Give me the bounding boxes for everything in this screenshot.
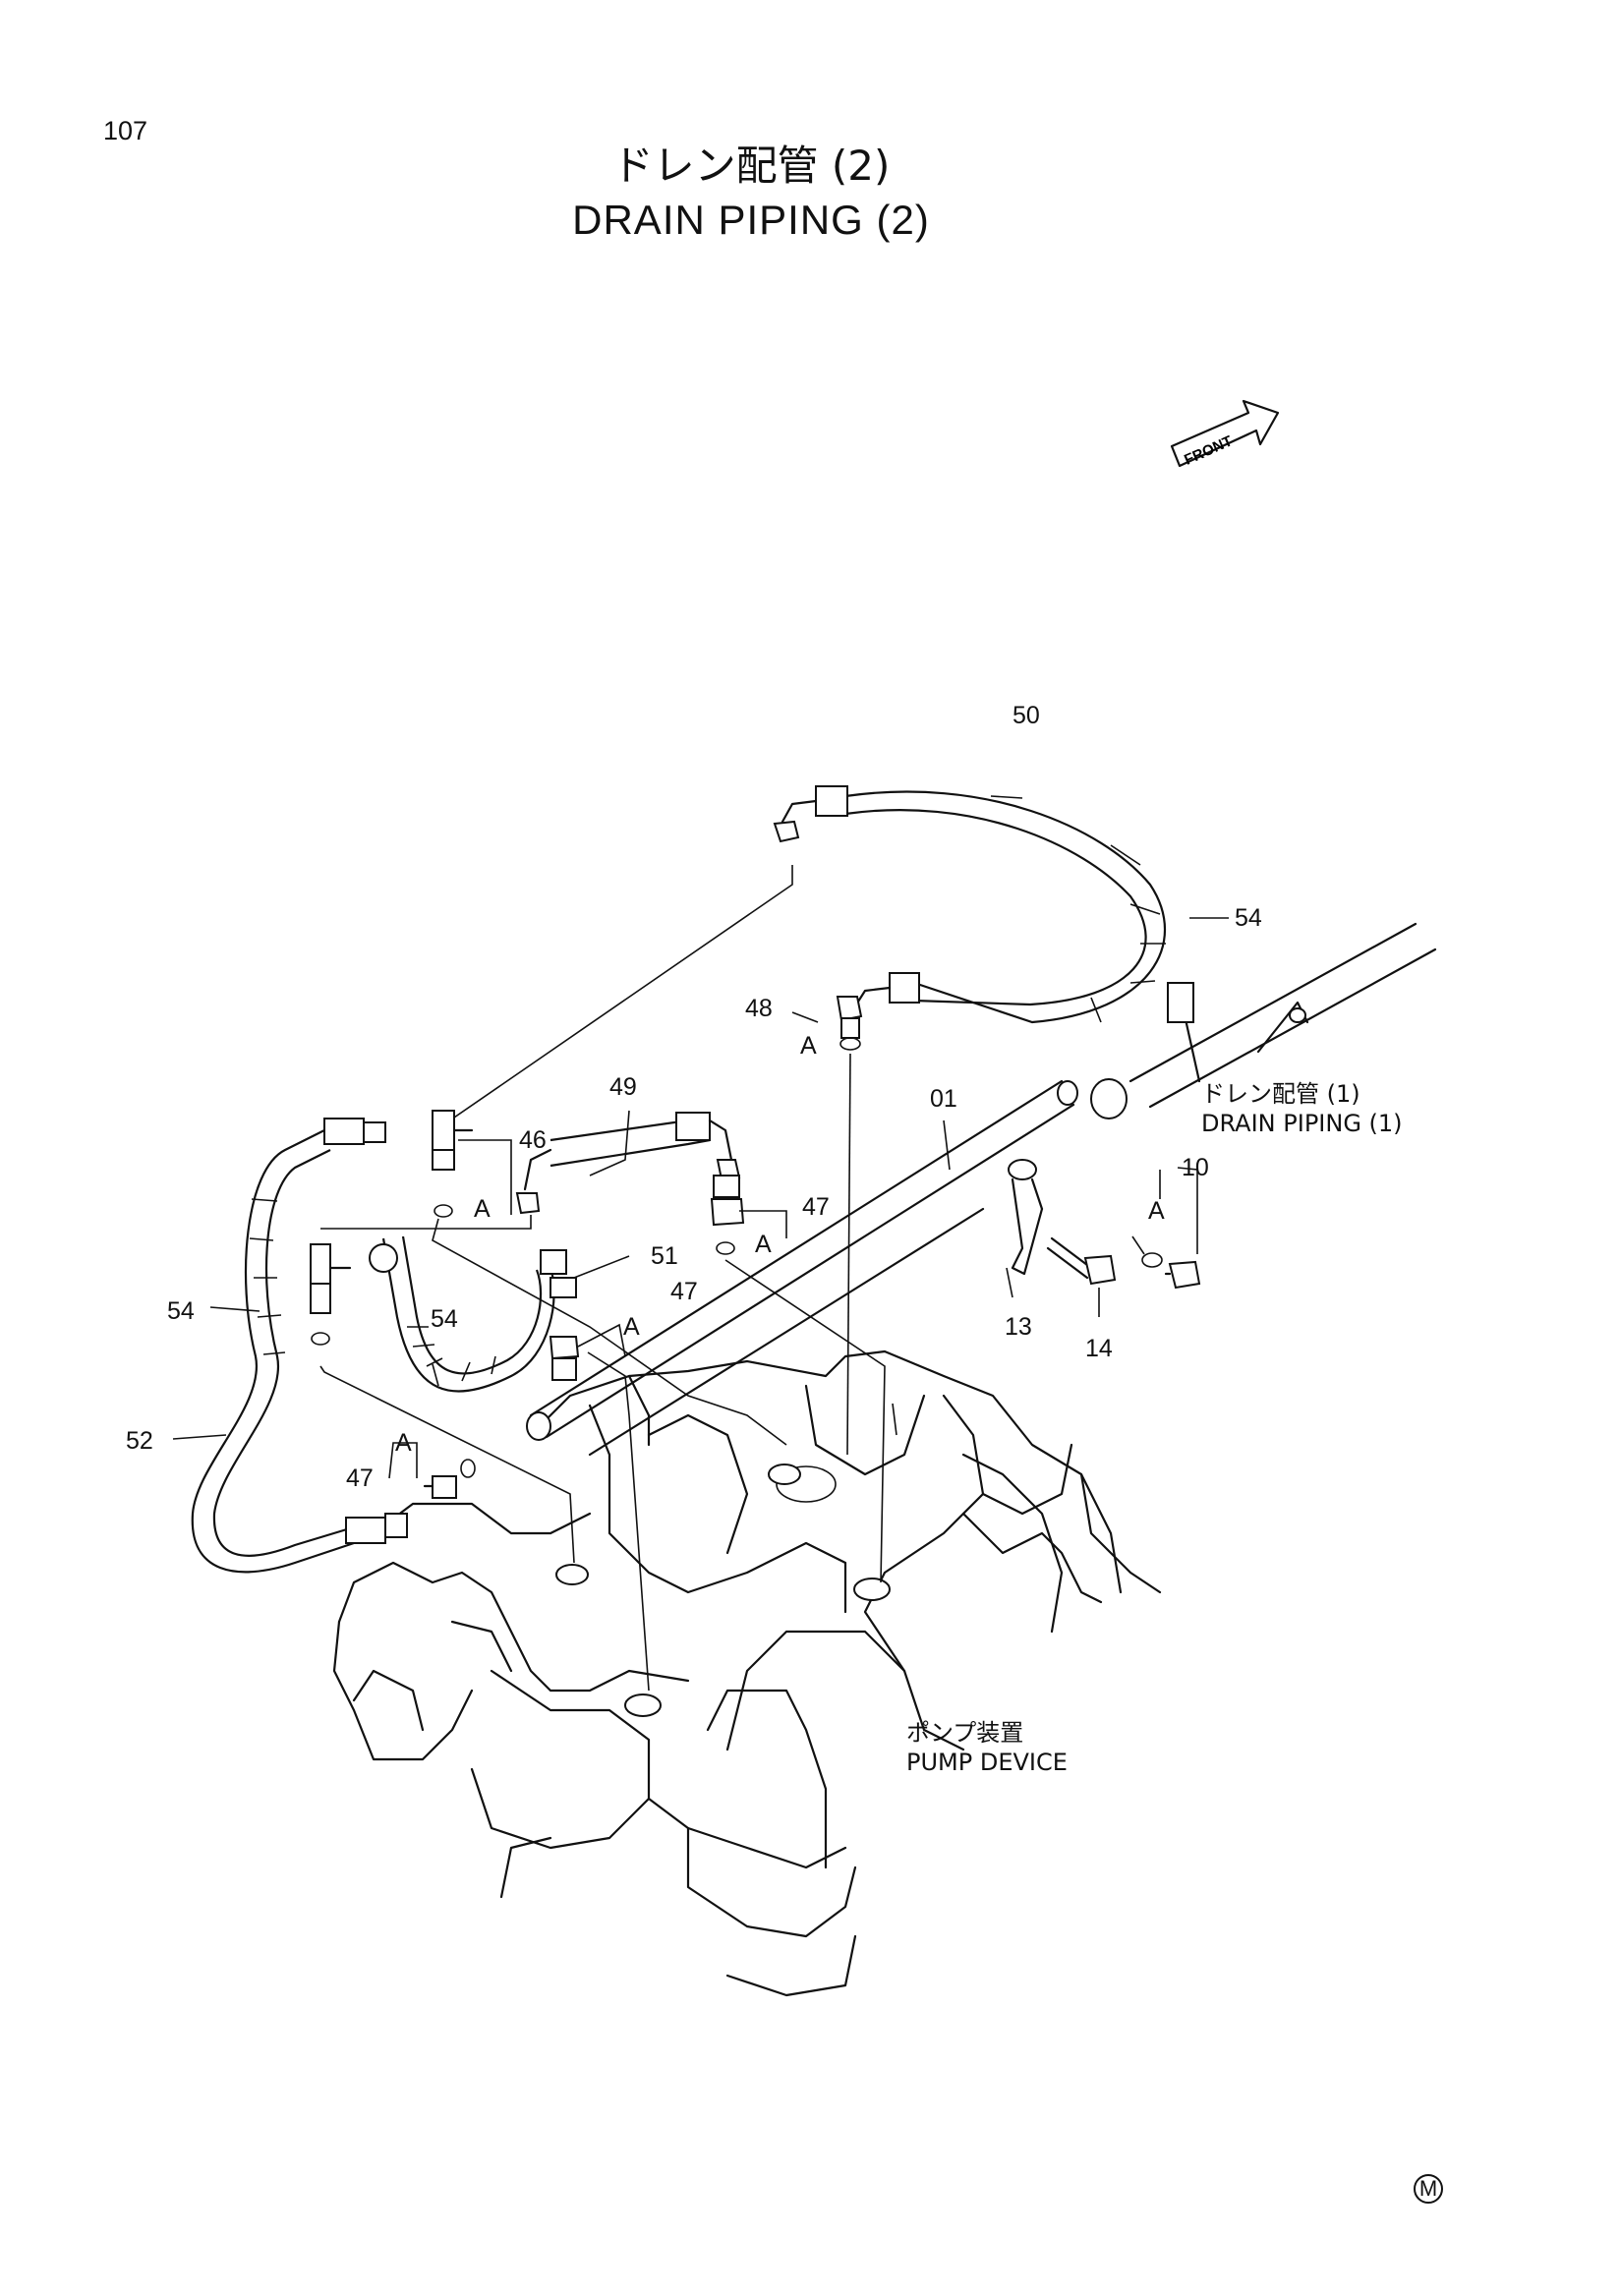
callout-54-loop: 54	[431, 1305, 458, 1333]
callout-47-upper: 47	[802, 1193, 830, 1221]
fitting-47-lower	[423, 1459, 476, 1499]
title-japanese: ドレン配管 (2)	[611, 142, 891, 190]
callout-47-lower: 47	[346, 1464, 374, 1492]
title-english: DRAIN PIPING (2)	[572, 197, 930, 243]
callout-48: 48	[745, 995, 773, 1022]
callout-54: 54	[1235, 904, 1262, 932]
tee-46	[432, 1110, 474, 1218]
callout-01: 01	[930, 1085, 957, 1113]
xref-pump-device-en: PUMP DEVICE	[906, 1749, 1068, 1776]
xref-pump-device: ポンプ装置 PUMP DEVICE	[906, 1718, 1068, 1777]
drain-piping-1-connection	[1090, 922, 1437, 1119]
fitting-47-upper	[710, 1175, 745, 1255]
callout-47-middle-a: A	[623, 1313, 640, 1341]
leader-lines	[172, 795, 1229, 1692]
callout-47-lower-a: A	[395, 1429, 412, 1457]
callout-47-upper-a: A	[755, 1231, 772, 1258]
xref-drain-piping-1-en: DRAIN PIPING (1)	[1201, 1110, 1403, 1137]
callout-13: 13	[1005, 1313, 1032, 1341]
callout-48-a: A	[800, 1032, 817, 1060]
callout-49: 49	[609, 1073, 637, 1101]
drain-pipe-01	[526, 1079, 1078, 1457]
fitting-48	[836, 996, 863, 1051]
xref-drain-piping-1-jp: ドレン配管 (1)	[1201, 1080, 1360, 1108]
front-arrow-icon: FRONT	[1170, 399, 1280, 469]
callout-46-a: A	[474, 1195, 491, 1223]
callout-51: 51	[651, 1242, 678, 1270]
leader-48	[846, 1053, 851, 1456]
callout-54-left: 54	[167, 1297, 195, 1325]
tee-left	[310, 1243, 352, 1346]
xref-pump-device-jp: ポンプ装置	[906, 1719, 1024, 1747]
corner-mark-m: M	[1414, 2174, 1443, 2204]
page-number: 107	[103, 116, 148, 145]
callout-52: 52	[126, 1427, 153, 1455]
clamp-13	[1011, 1177, 1044, 1276]
callout-47-middle: 47	[670, 1278, 698, 1305]
callout-46: 46	[519, 1126, 547, 1154]
hose-52	[191, 1118, 408, 1574]
callout-10-a: A	[1148, 1197, 1165, 1225]
callout-14: 14	[1085, 1335, 1113, 1362]
bolt-10	[1141, 1252, 1201, 1290]
hose-50	[773, 785, 1167, 1024]
pump-device-drawing	[332, 1349, 1162, 1997]
leader-50	[437, 865, 793, 1129]
callout-10: 10	[1182, 1154, 1209, 1181]
callout-50: 50	[1012, 702, 1040, 729]
hose-54-small-loop	[369, 1235, 567, 1393]
xref-drain-piping-1: ドレン配管 (1) DRAIN PIPING (1)	[1201, 1079, 1403, 1138]
fitting-51	[549, 1277, 580, 1381]
bolt-14	[1046, 1236, 1117, 1286]
